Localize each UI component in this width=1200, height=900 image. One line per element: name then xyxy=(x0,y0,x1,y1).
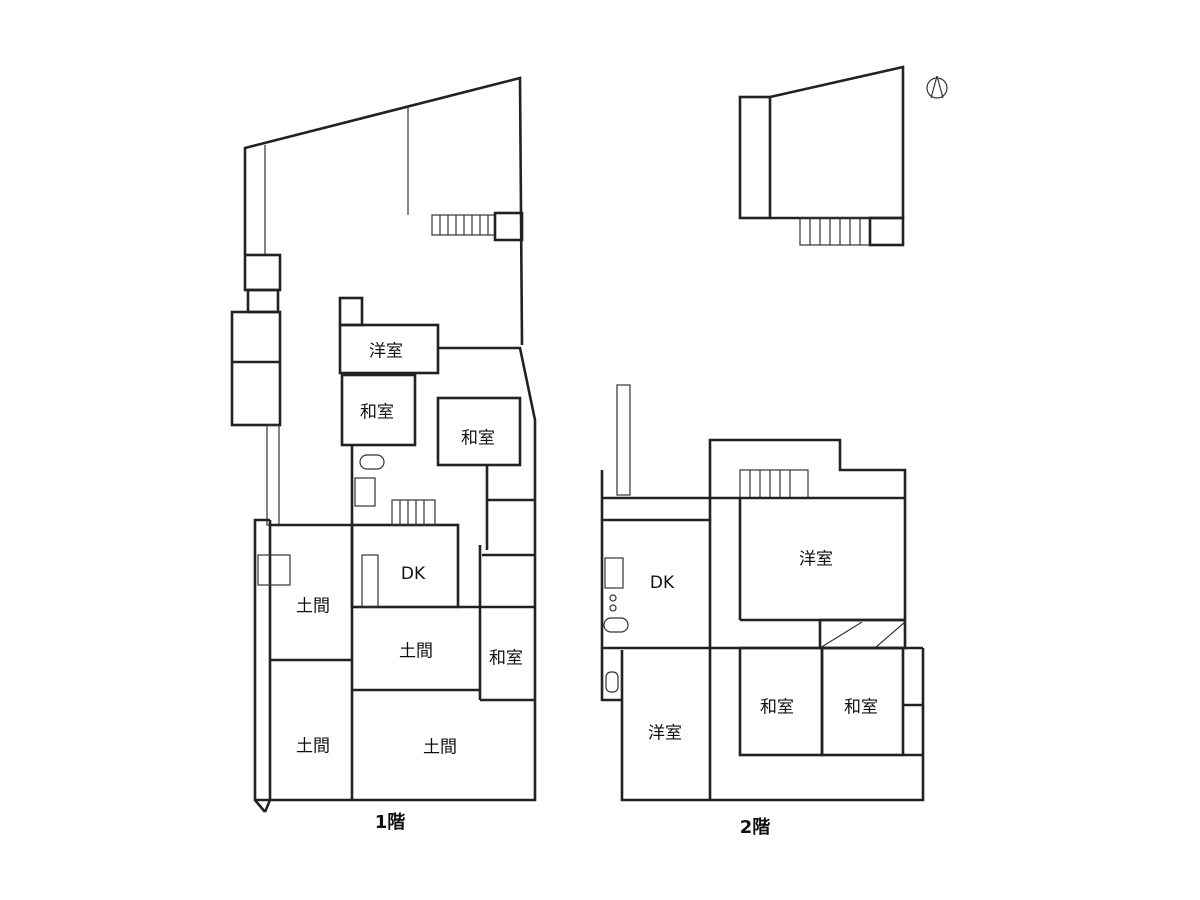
room-label: 洋室 xyxy=(648,723,682,744)
room-label: 和室 xyxy=(489,648,523,669)
room-label: 和室 xyxy=(844,697,878,718)
room-label: DK xyxy=(649,573,675,593)
stairs-1f xyxy=(391,499,436,526)
floor1-title: 1階 xyxy=(374,812,406,833)
room-label: 和室 xyxy=(360,402,394,423)
north-arrow-icon xyxy=(926,75,948,99)
room-label: 洋室 xyxy=(369,341,403,362)
floor2-plan xyxy=(600,384,925,802)
room-label: DK xyxy=(400,564,426,584)
ladder-2f xyxy=(616,384,631,496)
room-label: 土間 xyxy=(296,736,330,757)
room-label: 土間 xyxy=(296,596,330,617)
floor1-plan xyxy=(230,76,537,813)
room-label: 洋室 xyxy=(799,549,833,570)
room-label: 和室 xyxy=(760,697,794,718)
floor2-title: 2階 xyxy=(739,817,771,838)
ladder-1f xyxy=(266,424,280,526)
rooftop-2f xyxy=(738,65,905,247)
room-label: 土間 xyxy=(399,641,433,662)
room-label: 土間 xyxy=(423,737,457,758)
room-label: 和室 xyxy=(461,428,495,449)
